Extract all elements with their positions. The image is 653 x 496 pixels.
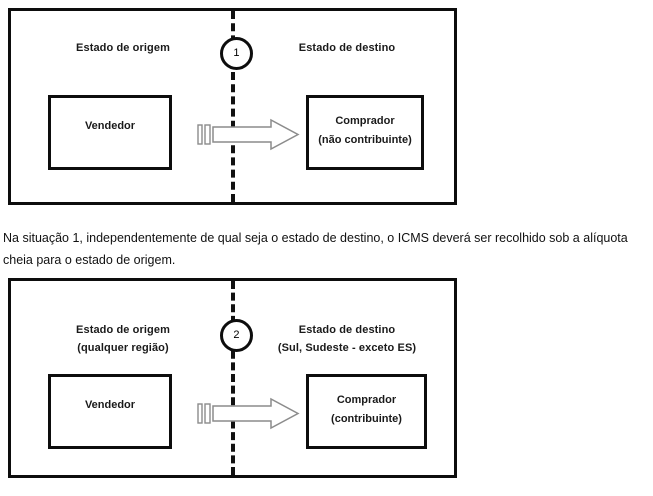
buyer-box: Comprador (contribuinte) (306, 374, 427, 449)
destination-region-label: Estado de destino (249, 39, 445, 57)
seller-box-line1: Vendedor (84, 120, 136, 132)
block-arrow-right-icon (197, 397, 300, 430)
destination-region-label: Estado de destino (Sul, Sudeste - exceto… (249, 321, 445, 357)
destination-region-title: Estado de destino (298, 42, 396, 54)
origin-region-label: Estado de origem (qualquer região) (25, 321, 221, 357)
dashed-vertical-line-icon (231, 281, 236, 475)
step-number-text: 2 (233, 329, 240, 341)
dashed-vertical-line-icon (231, 11, 236, 202)
diagram-situation-2: 2 Estado de origem (qualquer região) Est… (8, 278, 457, 478)
buyer-box-line2: (não contribuinte) (318, 134, 412, 146)
buyer-box-line2: (contribuinte) (331, 413, 402, 425)
origin-region-title: Estado de origem (76, 42, 170, 54)
step-number-text: 1 (233, 47, 240, 59)
destination-region-title: Estado de destino (298, 324, 396, 336)
explanation-paragraph: Na situação 1, independentemente de qual… (3, 230, 628, 267)
buyer-box-line1: Comprador (336, 394, 397, 406)
block-arrow-right-icon (197, 118, 300, 151)
origin-region-subtitle: (qualquer região) (77, 342, 169, 354)
seller-box: Vendedor (48, 374, 172, 449)
origin-region-title: Estado de origem (76, 324, 170, 336)
destination-region-subtitle: (Sul, Sudeste - exceto ES) (277, 342, 417, 354)
step-number-badge: 2 (219, 319, 253, 352)
buyer-box: Comprador (não contribuinte) (306, 95, 424, 170)
seller-box: Vendedor (48, 95, 172, 170)
step-number-badge: 1 (219, 37, 253, 70)
seller-box-line1: Vendedor (84, 399, 136, 411)
buyer-box-line1: Comprador (335, 115, 395, 127)
origin-region-label: Estado de origem (25, 39, 221, 57)
diagram-situation-1: 1 Estado de origem Estado de destino Ven… (8, 8, 457, 205)
